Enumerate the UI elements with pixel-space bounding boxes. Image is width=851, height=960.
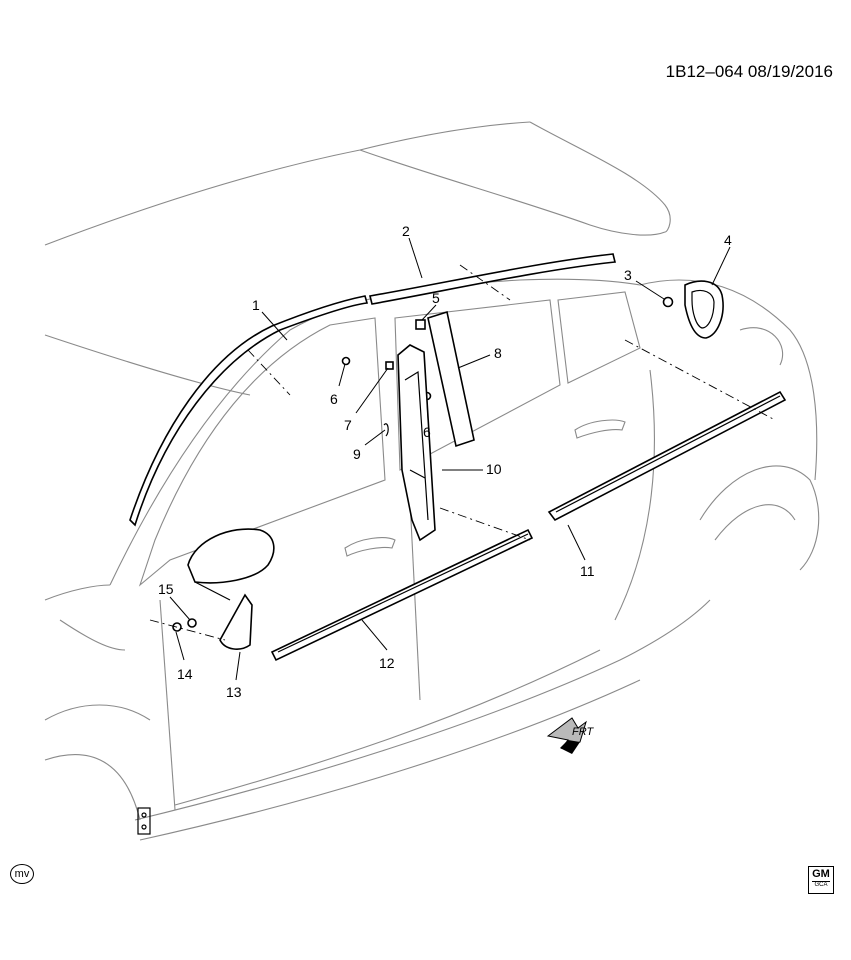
document-id: 1B12–064 08/19/2016 — [665, 62, 833, 81]
callout-10: 10 — [486, 461, 502, 477]
part-4-rear-trim — [684, 280, 724, 339]
part-5-clip — [415, 319, 426, 330]
callout-9: 9 — [353, 446, 361, 462]
callout-3: 3 — [624, 267, 632, 283]
vehicle-body-outline — [44, 121, 820, 841]
callout-12: 12 — [379, 655, 395, 671]
callout-5: 5 — [432, 290, 440, 306]
front-label: FRT — [572, 726, 594, 738]
callout-labels: 1 2 3 4 5 6 7 8 9 6 10 11 12 13 14 15 — [158, 223, 732, 700]
part-2-rear-roof-molding — [369, 253, 616, 305]
part-10-pillar-applique — [397, 344, 436, 542]
callout-11: 11 — [580, 563, 595, 579]
part-7-fastener — [385, 361, 394, 370]
callout-13: 13 — [226, 684, 242, 700]
mv-badge: mv — [10, 864, 34, 884]
lower-bracket — [137, 807, 151, 835]
gm-logo: GM GCA — [808, 866, 834, 894]
callout-1: 1 — [252, 297, 260, 313]
gm-logo-text: GM — [812, 868, 830, 880]
front-direction-indicator: FRT — [546, 717, 594, 754]
callout-2: 2 — [402, 223, 410, 239]
part-1-front-roof-molding — [129, 295, 369, 527]
callout-14: 14 — [177, 666, 193, 682]
gm-logo-subtext: GCA — [812, 881, 830, 888]
callout-7: 7 — [344, 417, 352, 433]
reference-lines — [149, 264, 776, 641]
part-3-fastener — [662, 296, 674, 308]
part-11-rear-belt-molding — [547, 390, 787, 522]
callout-15: 15 — [158, 581, 174, 597]
part-12-front-belt-molding — [270, 528, 534, 662]
part-15-fastener — [187, 618, 197, 628]
callout-6: 6 — [330, 391, 338, 407]
part-8-pillar-applique — [427, 310, 475, 448]
part-9-fastener — [383, 423, 389, 437]
leader-lines — [169, 237, 731, 681]
callout-6b: 6 — [423, 424, 431, 440]
callout-8: 8 — [494, 345, 502, 361]
mirror-assembly — [187, 528, 275, 650]
callout-4: 4 — [724, 232, 732, 248]
